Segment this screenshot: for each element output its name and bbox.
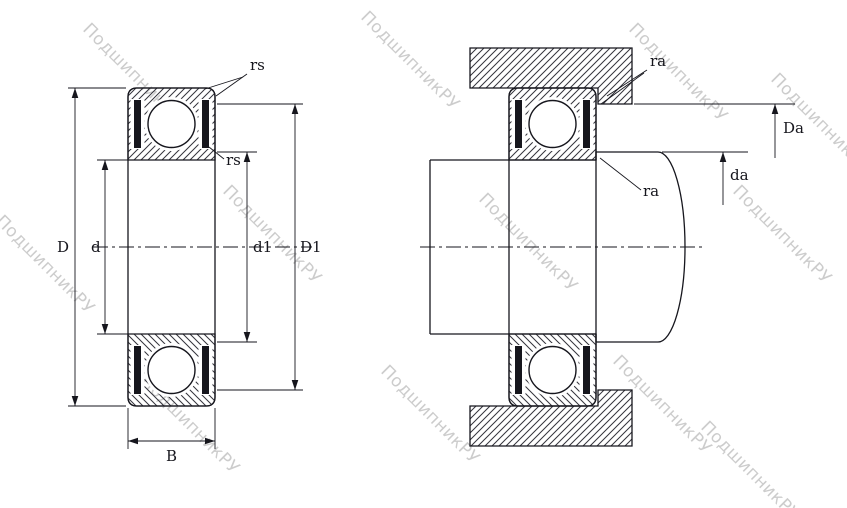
leader-line bbox=[606, 69, 648, 97]
dim-Da: Da bbox=[634, 103, 804, 158]
dim-B: B bbox=[127, 408, 216, 465]
label-D1: D1 bbox=[300, 238, 322, 256]
arrowhead bbox=[243, 152, 251, 162]
callout-rs-inner: rs bbox=[208, 146, 241, 169]
label-rs-outer: rs bbox=[250, 56, 265, 74]
label-Da: Da bbox=[783, 119, 804, 137]
left-view: D d d1 D1 bbox=[57, 56, 322, 465]
watermark-text: ПодшипникРУ bbox=[356, 7, 463, 114]
watermarks: ПодшипникРУ ПодшипникРУ ПодшипникРУ Подш… bbox=[0, 7, 847, 508]
watermark-text: ПодшипникРУ bbox=[376, 361, 483, 468]
watermark-text: ПодшипникРУ bbox=[0, 211, 98, 318]
watermark-text: ПодшипникРУ bbox=[474, 189, 581, 296]
housing-top bbox=[469, 47, 633, 105]
arrowhead bbox=[128, 437, 138, 445]
dim-D1: D1 bbox=[217, 103, 322, 391]
label-d1: d1 bbox=[253, 238, 272, 256]
leader-line bbox=[204, 76, 244, 90]
bearing-section-top bbox=[127, 87, 216, 161]
callout-rs-outer: rs bbox=[204, 56, 265, 97]
label-da: da bbox=[730, 166, 749, 184]
label-d: d bbox=[91, 238, 101, 256]
leader-line bbox=[208, 146, 225, 160]
housing-bottom bbox=[469, 389, 633, 447]
label-D: D bbox=[57, 238, 69, 256]
bearing-section-bottom bbox=[127, 333, 216, 407]
watermark-text: ПодшипникРУ bbox=[696, 417, 803, 508]
watermark-text: ПодшипникРУ bbox=[728, 181, 835, 288]
dim-D: D bbox=[57, 87, 126, 407]
label-ra-inner: ra bbox=[643, 182, 659, 200]
dim-d: d bbox=[91, 159, 133, 335]
label-ra-outer: ra bbox=[650, 52, 666, 70]
label-B: B bbox=[166, 447, 177, 465]
arrowhead bbox=[771, 104, 779, 114]
label-rs-inner: rs bbox=[226, 151, 241, 169]
watermark-text: ПодшипникРУ bbox=[766, 69, 847, 176]
dim-da: da bbox=[662, 151, 749, 205]
watermark-text: ПодшипникРУ bbox=[624, 19, 731, 126]
arrowhead bbox=[719, 152, 727, 162]
bearing-section-bottom bbox=[508, 333, 597, 407]
callout-ra-outer: ra bbox=[600, 52, 666, 105]
arrowhead bbox=[71, 88, 79, 98]
arrowhead bbox=[101, 160, 109, 170]
right-view: Da da ra ra bbox=[420, 47, 804, 447]
watermark-text: ПодшипникРУ bbox=[218, 181, 325, 288]
arrowhead bbox=[291, 380, 299, 390]
arrowhead bbox=[291, 104, 299, 114]
leader-line bbox=[600, 72, 645, 105]
arrowhead bbox=[101, 324, 109, 334]
arrowhead bbox=[243, 332, 251, 342]
dim-d1: d1 bbox=[217, 151, 272, 343]
callout-ra-inner: ra bbox=[599, 157, 659, 200]
leader-line bbox=[599, 157, 642, 191]
arrowhead bbox=[71, 396, 79, 406]
bearing-section-top bbox=[508, 87, 597, 161]
arrowhead bbox=[205, 437, 215, 445]
